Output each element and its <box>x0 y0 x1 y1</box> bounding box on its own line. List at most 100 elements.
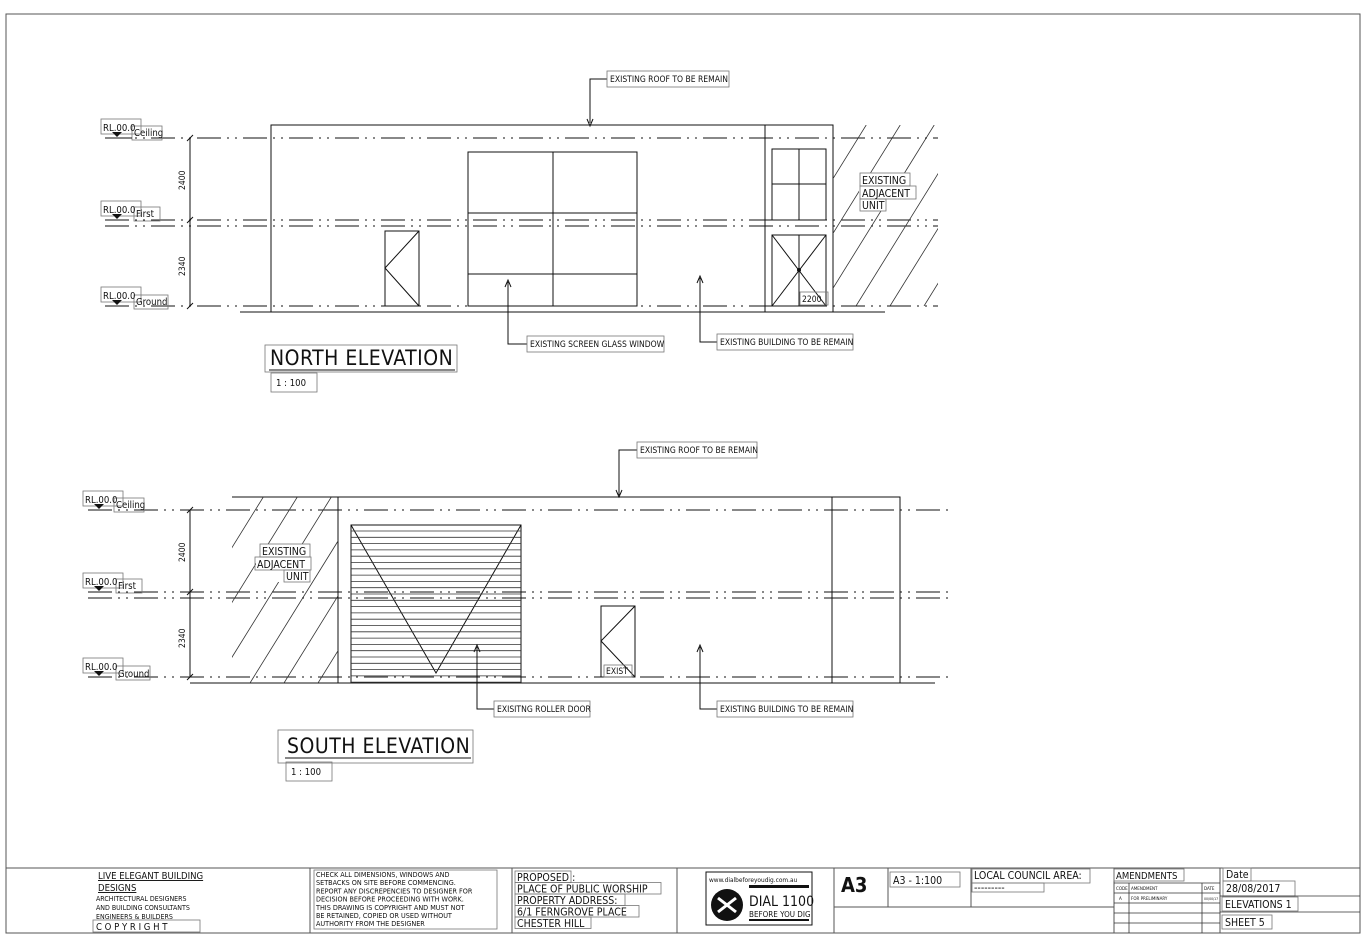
hatch-line <box>958 125 1070 306</box>
company-info: LIVE ELEGANT BUILDING DESIGNS ARCHITECTU… <box>92 871 203 933</box>
door: EXIST <box>600 605 636 678</box>
copyright: C O P Y R I G H T <box>96 922 168 933</box>
elevation-scale: 1 : 100 <box>276 378 306 389</box>
label-line: EXISTING <box>262 546 306 558</box>
amend-header: CODE <box>1116 886 1128 892</box>
door <box>384 230 420 307</box>
level-first: RL.00.0 First <box>100 200 161 222</box>
adjacent-unit-label: EXISTING ADJACENT UNIT <box>254 543 312 583</box>
south-elevation: EXISTING ADJACENT UNIT EXIST 2400 2340 <box>80 441 948 782</box>
hatch-line <box>232 497 298 604</box>
callout-text: EXISTING BUILDING TO BE REMAIN <box>720 338 853 348</box>
project-line: 6/1 FERNGROVE PLACE <box>517 907 627 919</box>
copyright-notice: CHECK ALL DIMENSIONS, WINDOWS ANDSETBACK… <box>313 869 498 930</box>
amendments-label: AMENDMENTS <box>1116 871 1177 882</box>
amend-header: AMENDMENT <box>1131 886 1158 892</box>
dial-number: DIAL 1100 <box>749 894 814 910</box>
hatch-line <box>992 125 1104 306</box>
notice-line: DECISION BEFORE PROCEEDING WITH WORK. <box>316 895 464 904</box>
adjacent-unit-hatch <box>80 497 338 683</box>
title-block: LIVE ELEGANT BUILDING DESIGNS ARCHITECTU… <box>6 867 1360 933</box>
callout-text: EXISTING ROOF TO BE REMAIN <box>610 75 728 85</box>
project-info: PROPOSED :PLACE OF PUBLIC WORSHIPPROPERT… <box>514 870 662 930</box>
project-line: CHESTER HILL <box>517 918 585 930</box>
dim-2400: 2400 <box>178 542 188 562</box>
label-line: UNIT <box>862 200 885 212</box>
callout-text: EXISITNG ROLLER DOOR <box>497 705 592 715</box>
hatch-line <box>686 125 798 306</box>
level-ground: RL.00.0 Ground <box>100 286 169 310</box>
elevation-scale: 1 : 100 <box>291 767 321 778</box>
amend-cell: 00/00/17 <box>1204 897 1218 901</box>
rl-value: RL.00.0 <box>85 577 117 588</box>
company-name: DESIGNS <box>98 883 136 894</box>
north-title: NORTH ELEVATION 1 : 100 <box>264 344 458 393</box>
hatch-line <box>833 125 935 290</box>
building-outline <box>270 124 834 313</box>
rl-value: RL.00.0 <box>85 662 117 673</box>
roller-door <box>350 524 522 684</box>
adjacent-unit-hatch <box>686 125 1104 306</box>
hatch-line <box>249 540 338 683</box>
drawing-info: Date 28/08/2017 ELEVATIONS 1 SHEET 5 <box>1220 867 1360 930</box>
rl-value: RL.00.0 <box>103 291 135 302</box>
sheet-border <box>5 13 1361 934</box>
notice-line: SETBACKS ON SITE BEFORE COMMENCING. <box>316 878 456 887</box>
sheet-size: A3 <box>841 873 867 897</box>
company-name: LIVE ELEGANT BUILDING <box>98 871 203 882</box>
hatch-line <box>317 649 338 683</box>
notice-line: BE RETAINED, COPIED OR USED WITHOUT <box>316 911 452 920</box>
level-name: First <box>136 209 155 220</box>
notice-line: REPORT ANY DISCREPENCIES TO DESIGNER FOR <box>316 886 473 895</box>
project-line: PROPERTY ADDRESS: <box>517 895 617 907</box>
double-door: 2200 <box>771 234 829 307</box>
company-sub: AND BUILDING CONSULTANTS <box>96 904 190 912</box>
dim-2340: 2340 <box>178 256 188 276</box>
rl-value: RL.00.0 <box>103 123 135 134</box>
amend-header: DATE <box>1204 886 1215 892</box>
level-name: Ground <box>118 669 149 680</box>
notice-line: THIS DRAWING IS COPYRIGHT AND MUST NOT <box>315 903 465 912</box>
level-name: Ground <box>136 297 167 308</box>
hatch-line <box>833 125 901 235</box>
south-title: SOUTH ELEVATION 1 : 100 <box>277 729 474 782</box>
label-line: ADJACENT <box>257 559 305 571</box>
company-sub: ENGINEERS & BUILDERS <box>96 913 173 921</box>
hatch-line <box>232 497 332 658</box>
door-tag: EXIST <box>606 667 628 677</box>
dial-tagline: BEFORE YOU DIG <box>749 910 811 919</box>
height-dimensions: 2400 2340 <box>178 134 194 310</box>
screen-glass-window <box>467 151 638 307</box>
hatch-line <box>80 497 195 683</box>
sheet-number: SHEET 5 <box>1225 917 1265 929</box>
hatch-line <box>889 227 938 306</box>
callout-roller: EXISITNG ROLLER DOOR <box>473 643 592 718</box>
drawing-scale: A3 - 1:100 <box>893 875 942 887</box>
dim-2340: 2340 <box>178 628 188 648</box>
dim-2400: 2400 <box>178 170 188 190</box>
adjacent-unit-label: EXISTING ADJACENT UNIT <box>859 172 917 212</box>
elevation-title: NORTH ELEVATION <box>270 346 453 370</box>
level-name: Ceiling <box>134 128 163 139</box>
amend-cell: FOR PRELIMINARY <box>1131 896 1168 902</box>
rl-value: RL.00.0 <box>103 205 135 216</box>
callout-building: EXISTING BUILDING TO BE REMAIN <box>696 274 854 351</box>
dial-before-you-dig-logo: www.dialbeforeyoudig.com.au DIAL 1100 BE… <box>705 871 814 926</box>
level-name: Ceiling <box>116 500 145 511</box>
project-line: PROPOSED : <box>517 872 575 884</box>
amend-cell: A <box>1119 896 1122 902</box>
level-ground: RL.00.0 Ground <box>82 657 151 681</box>
hatch-line <box>923 282 938 306</box>
callout-roof: EXISTING ROOF TO BE REMAIN <box>615 441 758 499</box>
label-line: UNIT <box>286 571 309 583</box>
level-markers: RL.00.0 Ceiling RL.00.0 First RL.00.0 Gr… <box>100 118 169 310</box>
label-line: EXISTING <box>862 175 906 187</box>
council-label: LOCAL COUNCIL AREA: <box>974 870 1082 882</box>
level-ceiling: RL.00.0 Ceiling <box>100 118 163 141</box>
drawing-title: ELEVATIONS 1 <box>1225 899 1292 911</box>
hatch-line <box>283 595 338 683</box>
height-dimensions: 2400 2340 <box>178 506 194 681</box>
level-first: RL.00.0 First <box>82 572 143 594</box>
callout-text: EXISTING BUILDING TO BE REMAIN <box>720 705 853 715</box>
